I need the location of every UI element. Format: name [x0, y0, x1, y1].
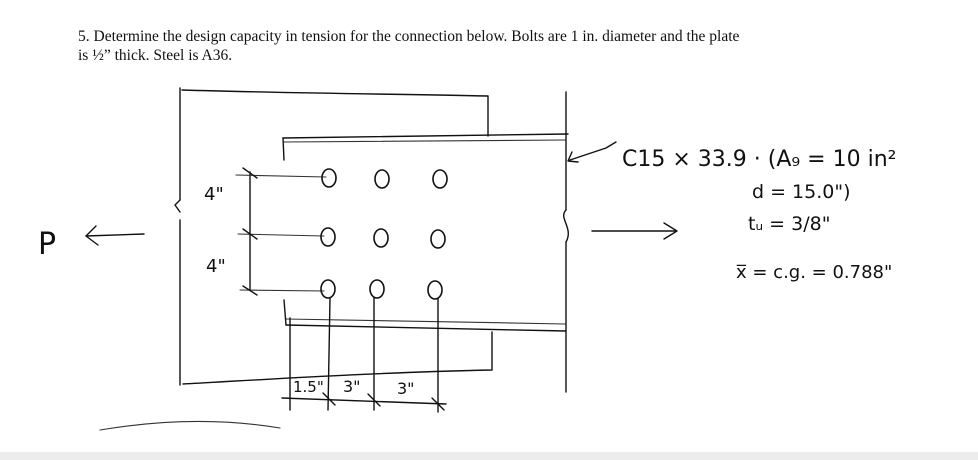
channel-break-mark	[563, 209, 569, 243]
channel-section-label: C15 × 33.9 · (A₉ = 10 in²	[622, 147, 896, 172]
bolt-hole	[427, 280, 443, 300]
plate-bottom-edge	[182, 331, 493, 385]
bolt-hole	[430, 229, 446, 249]
bolt-hole	[373, 228, 389, 248]
gage-label-bottom: 4"	[206, 256, 226, 277]
channel-leader-line	[569, 141, 617, 161]
edge-distance-label: 1.5"	[293, 378, 324, 396]
bottom-strip	[0, 452, 978, 460]
bolt-group	[320, 168, 448, 300]
right-arrow-head-icon	[663, 222, 678, 240]
channel-bottom-flange	[285, 324, 567, 332]
plate-break-mark	[174, 199, 181, 213]
pitch-label-2: 3"	[397, 379, 415, 398]
gage-tick-bottom	[242, 285, 258, 296]
problem-line-1: 5. Determine the design capacity in tens…	[78, 28, 740, 45]
channel-left-end	[282, 137, 287, 326]
gage-ext-bottom	[239, 289, 325, 292]
load-label-p: P	[38, 227, 56, 262]
bolt-hole	[321, 168, 337, 188]
pitch-tick-2	[367, 393, 381, 407]
pitch-tick-1	[322, 392, 336, 406]
gage-label-top: 4"	[204, 184, 224, 205]
pitch-tick-3	[431, 397, 445, 411]
gage-dimensions	[235, 167, 327, 296]
left-arrow-head-icon	[85, 225, 99, 246]
bolt-hole	[374, 169, 390, 189]
channel-bottom-flange-inner	[285, 318, 566, 325]
channel-depth-label: d = 15.0")	[752, 181, 851, 203]
stray-sketch-line	[99, 420, 281, 431]
gage-ext-top	[235, 174, 327, 178]
problem-statement: 5. Determine the design capacity in tens…	[78, 27, 858, 65]
gage-tick-mid	[242, 228, 258, 240]
web-thickness-label: tᵤ = 3/8"	[748, 213, 830, 235]
gage-tick-top	[242, 167, 258, 179]
channel-top-flange	[282, 133, 569, 139]
pitch-dimensions	[281, 297, 447, 413]
pitch-label-1: 3"	[343, 377, 361, 396]
plate-top-edge	[181, 89, 489, 137]
channel-leader-arrow-icon	[567, 151, 579, 163]
gusset-plate	[174, 87, 493, 386]
bolt-hole	[432, 169, 448, 189]
channel-member	[282, 91, 569, 393]
problem-line-2: is ½” thick. Steel is A36.	[78, 47, 233, 64]
bolt-hole	[369, 279, 385, 299]
centroid-offset-label: x̅ = c.g. = 0.788"	[736, 262, 892, 283]
gage-ext-mid	[237, 233, 325, 237]
bolt-hole	[320, 279, 336, 299]
pitch-ext-col-1	[327, 297, 331, 411]
load-arrows	[85, 141, 678, 246]
channel-top-flange-inner	[282, 139, 567, 143]
left-arrow-shaft	[85, 233, 145, 237]
bolt-hole	[320, 227, 336, 247]
pitch-dim-line	[281, 397, 447, 405]
